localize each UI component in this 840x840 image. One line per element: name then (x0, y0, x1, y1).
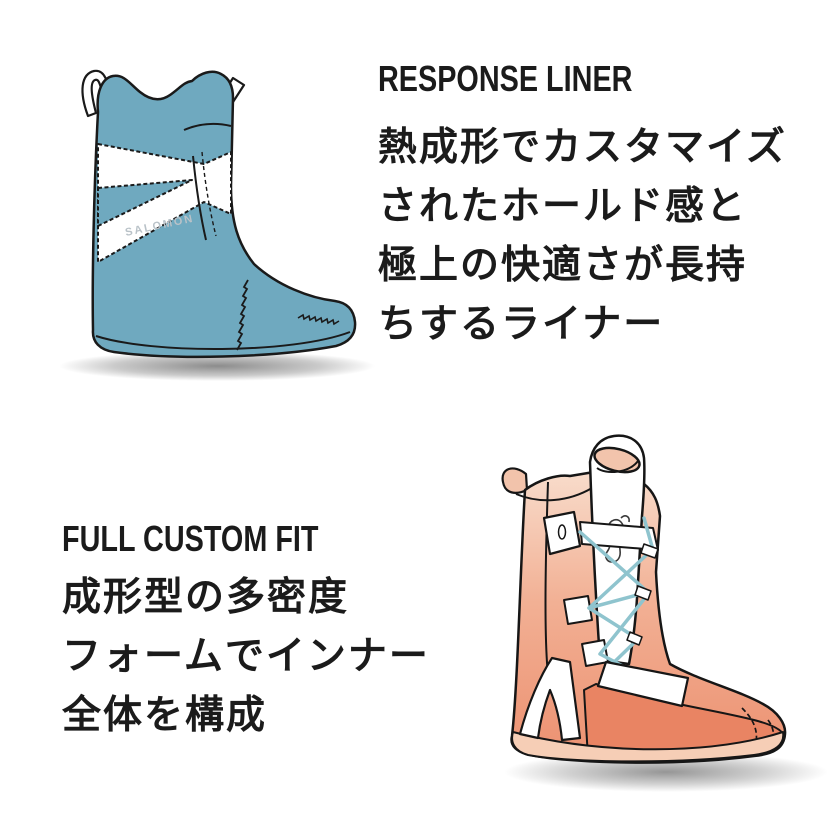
tongue-stitch (201, 151, 217, 237)
description-line: されたホールド感と (378, 185, 748, 228)
strap-slot (557, 524, 567, 540)
lower-strap (581, 639, 609, 667)
footprint-icon-toe (620, 515, 630, 523)
description-line: 極上の快適さが長持 (378, 244, 748, 287)
heel-y-strap (518, 656, 582, 742)
feature-heading-full-custom-fit: FULL CUSTOM FIT (62, 518, 319, 559)
sole-line (95, 331, 351, 351)
description-line: 成形型の多密度 (62, 576, 350, 619)
instep-zigzag-seam (236, 279, 249, 351)
heel-tab (501, 467, 529, 494)
handle-hole-shade (596, 460, 639, 474)
toe-seam-dashed (741, 707, 758, 745)
full-custom-fit-section: FULL CUSTOM FIT 成形型の多密度 フォームでインナー 全体を構成 (62, 518, 482, 745)
sole-rim (511, 731, 785, 763)
description-line: ちするライナー (378, 303, 665, 346)
response-liner-illustration: SALOMON (59, 69, 375, 381)
tongue-seam (192, 155, 207, 241)
upper-strap (542, 510, 582, 556)
boot-shadow (59, 351, 375, 381)
description-line: 熱成形でカスタマイズ (378, 126, 787, 169)
lace-guide (634, 585, 652, 601)
lacing-system (578, 516, 655, 674)
lace (587, 548, 654, 672)
cuff-seam (515, 487, 593, 502)
handle-hole (593, 446, 641, 474)
instep-band (596, 660, 690, 708)
response-liner-section: RESPONSE LINER 熱成形でカスタマイズ されたホールド感と 極上の快… (378, 58, 828, 354)
lace (642, 516, 655, 552)
boot-body (91, 70, 357, 359)
description-line: 全体を構成 (62, 694, 268, 737)
description-line: フォームでインナー (62, 635, 430, 678)
toe-zigzag-seam (297, 313, 340, 326)
feature-description-response-liner: 熱成形でカスタマイズ されたホールド感と 極上の快適さが長持 ちするライナー (378, 118, 828, 354)
full-custom-fit-illustration (501, 434, 828, 792)
feature-heading-response-liner: RESPONSE LINER (378, 58, 633, 99)
lace-guide (640, 543, 659, 559)
logo-band-notch (97, 179, 193, 227)
feature-description-full-custom-fit: 成形型の多密度 フォームでインナー 全体を構成 (62, 568, 482, 745)
lace-guide (626, 631, 643, 646)
middle-strap (563, 595, 593, 625)
cuff-seam (183, 122, 232, 131)
lace (578, 530, 651, 674)
salomon-logo-band (97, 143, 232, 263)
